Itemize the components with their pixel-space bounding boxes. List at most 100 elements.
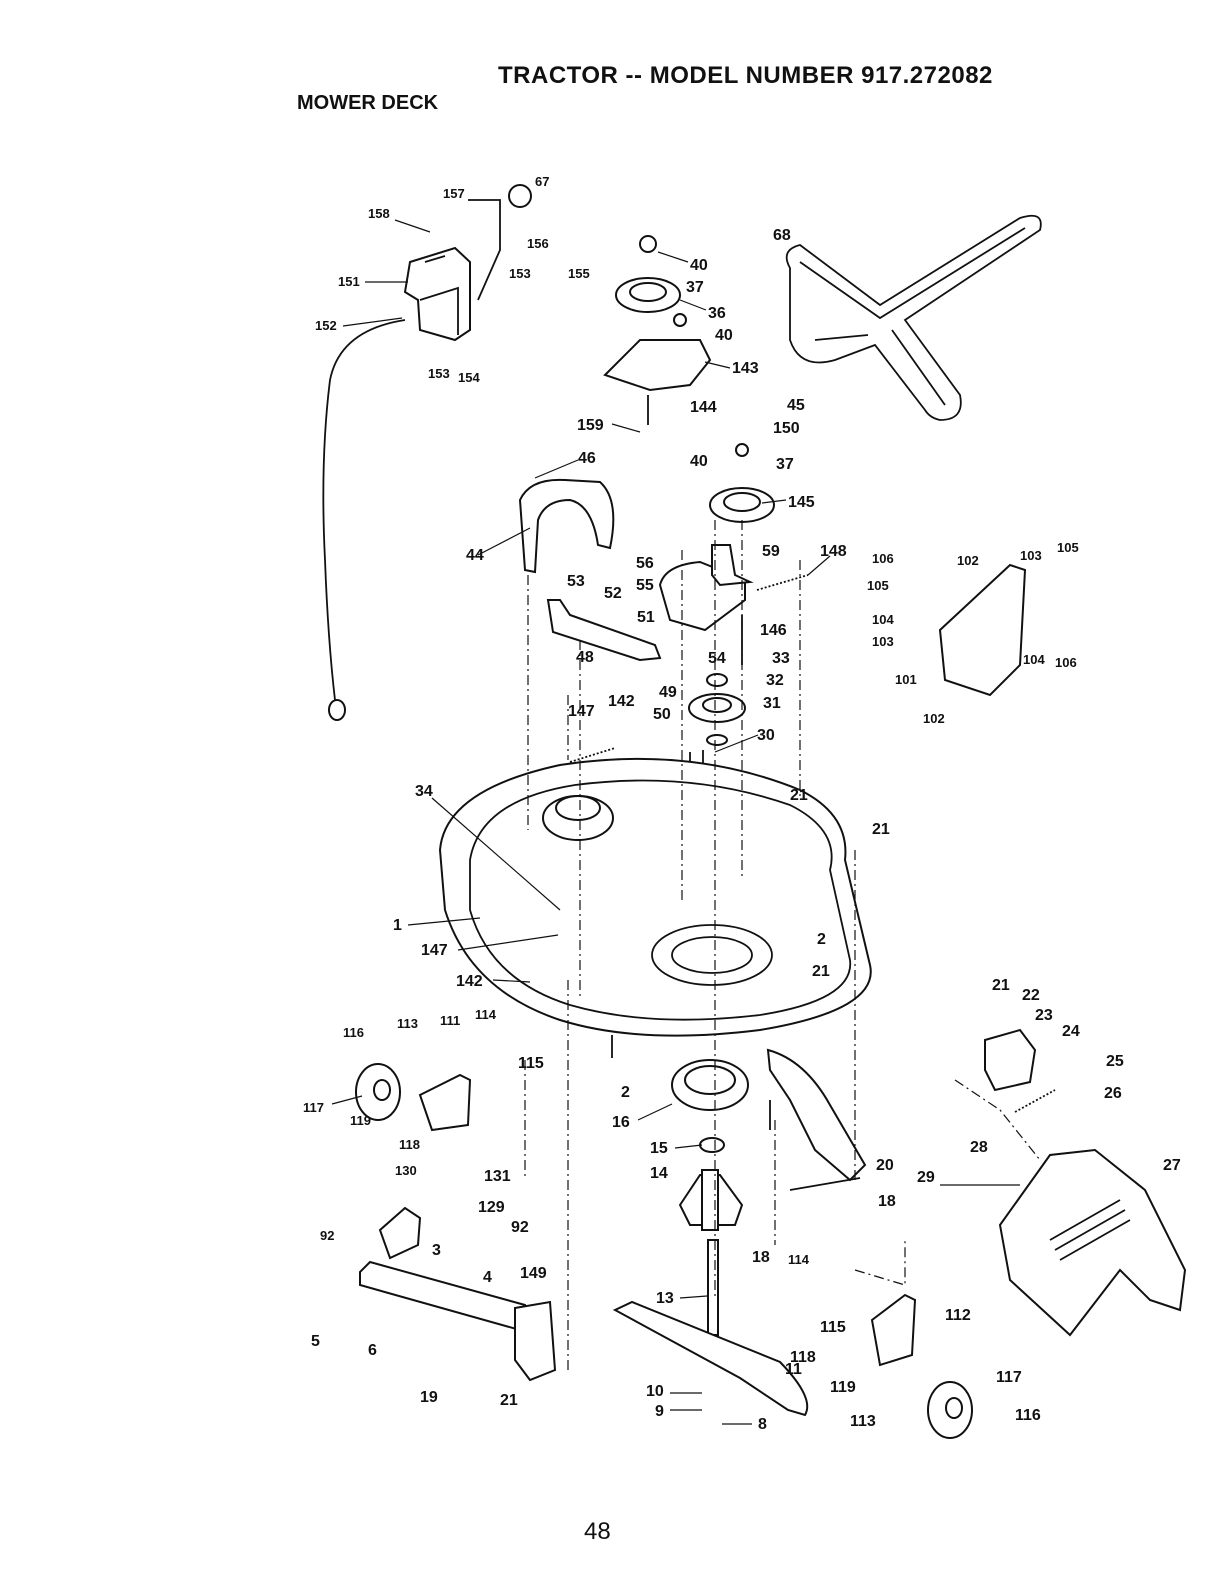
- callout-label: 148: [820, 543, 847, 560]
- callout-label: 158: [368, 206, 390, 221]
- callout-label: 116: [1015, 1407, 1041, 1424]
- callout-label: 147: [421, 942, 448, 959]
- callout-label: 32: [766, 672, 784, 689]
- callout-label: 51: [637, 609, 655, 626]
- callout-labels: 158 157 67 156 153 155 151 152 153 154 4…: [303, 174, 1181, 1433]
- callout-label: 101: [895, 672, 917, 687]
- callout-label: 130: [395, 1163, 417, 1178]
- callout-label: 28: [970, 1139, 988, 1156]
- callout-label: 118: [399, 1137, 420, 1152]
- page-title: TRACTOR -- MODEL NUMBER 917.272082: [498, 62, 993, 89]
- callout-label: 142: [456, 973, 483, 990]
- callout-label: 26: [1104, 1085, 1122, 1102]
- callout-label: 10: [646, 1383, 664, 1400]
- callout-label: 118: [790, 1349, 816, 1366]
- callout-label: 115: [820, 1319, 846, 1336]
- callout-label: 106: [872, 551, 894, 566]
- callout-label: 103: [872, 634, 894, 649]
- callout-label: 48: [576, 649, 594, 666]
- callout-label: 22: [1022, 987, 1040, 1004]
- callout-label: 16: [612, 1114, 630, 1131]
- callout-label: 113: [397, 1016, 418, 1031]
- drive-belt: [785, 214, 1042, 421]
- callout-label: 119: [350, 1113, 371, 1128]
- callout-label: 153: [509, 266, 531, 281]
- callout-label: 19: [420, 1389, 438, 1406]
- callout-label: 92: [320, 1228, 334, 1243]
- callout-label: 112: [945, 1307, 971, 1324]
- callout-label: 11: [785, 1361, 802, 1378]
- callout-label: 106: [1055, 655, 1077, 670]
- section-subtitle: MOWER DECK: [297, 92, 439, 114]
- callout-label: 114: [788, 1252, 810, 1267]
- callout-label: 153: [428, 366, 450, 381]
- callout-label: 34: [415, 783, 433, 800]
- callout-label: 145: [788, 494, 815, 511]
- belt-guard: [518, 478, 615, 574]
- callout-label: 104: [1023, 652, 1045, 667]
- front-link: [359, 1260, 532, 1332]
- callout-label: 37: [776, 456, 794, 473]
- callout-label: 129: [478, 1199, 505, 1216]
- callout-label: 23: [1035, 1007, 1053, 1024]
- callout-label: 55: [636, 577, 654, 594]
- callout-label: 102: [957, 553, 979, 568]
- callout-label: 103: [1020, 548, 1042, 563]
- callout-label: 67: [535, 174, 549, 189]
- callout-label: 8: [758, 1416, 767, 1433]
- callout-label: 115: [518, 1055, 544, 1072]
- callout-label: 13: [656, 1290, 674, 1307]
- callout-label: 40: [690, 453, 708, 470]
- callout-label: 27: [1163, 1157, 1181, 1174]
- callout-label: 21: [500, 1392, 518, 1409]
- callout-label: 56: [636, 555, 654, 572]
- callout-label: 143: [732, 360, 759, 377]
- callout-label: 4: [483, 1269, 492, 1286]
- callout-label: 24: [1062, 1023, 1080, 1040]
- callout-label: 33: [772, 650, 790, 667]
- callout-label: 146: [760, 622, 787, 639]
- callout-label: 53: [567, 573, 585, 590]
- callout-label: 30: [757, 727, 775, 744]
- callout-label: 15: [650, 1140, 668, 1157]
- callout-label: 150: [773, 420, 800, 437]
- callout-label: 44: [466, 547, 484, 564]
- callout-label: 159: [577, 417, 604, 434]
- callout-label: 36: [708, 305, 726, 322]
- callout-label: 151: [338, 274, 360, 289]
- callout-label: 6: [368, 1342, 377, 1359]
- callout-label: 21: [790, 787, 808, 804]
- callout-label: 147: [568, 703, 595, 720]
- callout-label: 46: [578, 450, 596, 467]
- callout-label: 31: [763, 695, 781, 712]
- callout-label: 154: [458, 370, 480, 385]
- callout-label: 9: [655, 1403, 664, 1420]
- callout-label: 5: [311, 1333, 320, 1350]
- callout-label: 40: [715, 327, 733, 344]
- callout-label: 155: [568, 266, 590, 281]
- callout-label: 116: [343, 1025, 364, 1040]
- callout-label: 37: [686, 279, 704, 296]
- discharge-chute: [998, 1148, 1187, 1337]
- callout-label: 111: [440, 1013, 460, 1028]
- callout-label: 1: [393, 917, 402, 934]
- callout-label: 68: [773, 227, 791, 244]
- callout-label: 152: [315, 318, 337, 333]
- callout-label: 92: [511, 1219, 529, 1236]
- callout-label: 18: [752, 1249, 770, 1266]
- mower-blade: [612, 1300, 809, 1417]
- callout-label: 104: [872, 612, 894, 627]
- callout-label: 144: [690, 399, 717, 416]
- callout-label: 21: [992, 977, 1010, 994]
- callout-label: 40: [690, 257, 708, 274]
- callout-label: 50: [653, 706, 671, 723]
- mulch-plate: [938, 563, 1027, 697]
- callout-label: 117: [996, 1369, 1022, 1386]
- callout-label: 14: [650, 1165, 668, 1182]
- callout-label: 113: [850, 1413, 876, 1430]
- callout-label: 21: [812, 963, 830, 980]
- callout-label: 20: [876, 1157, 894, 1174]
- callout-label: 105: [1057, 540, 1079, 555]
- callout-label: 45: [787, 397, 805, 414]
- callout-label: 119: [830, 1379, 856, 1396]
